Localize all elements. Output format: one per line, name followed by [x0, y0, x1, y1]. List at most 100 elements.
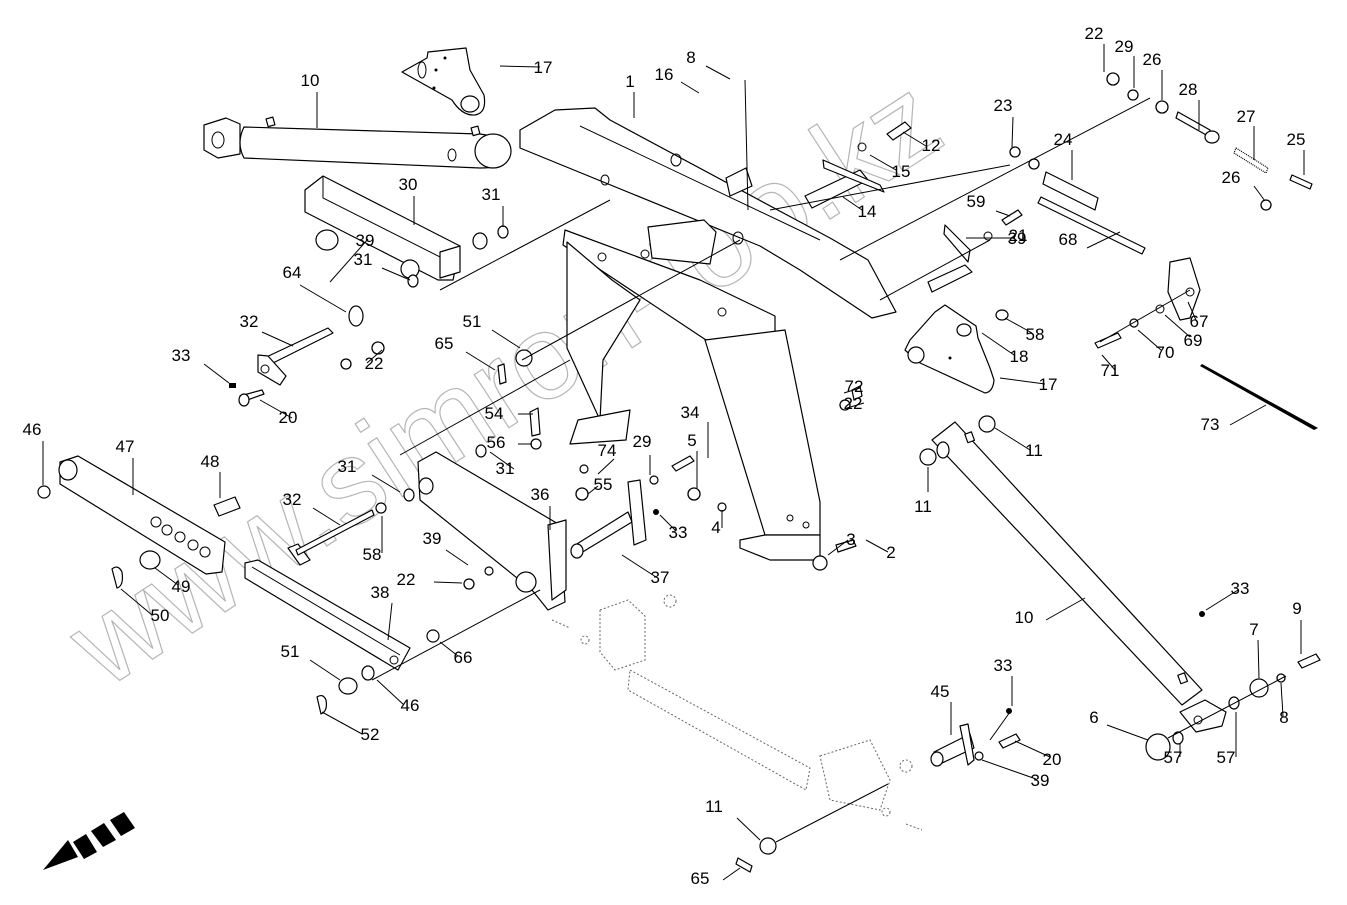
- callout-leader-line: [1137, 329, 1162, 351]
- callout-leader-line: [736, 817, 761, 841]
- callout-number: 67: [1190, 312, 1209, 331]
- callout-leader-line: [261, 331, 294, 347]
- callout-leader-line: [1004, 317, 1033, 334]
- callout-22-nut: 22: [397, 570, 463, 589]
- assembly-axis-lines: [371, 79, 1287, 843]
- callout-number: 34: [681, 403, 700, 422]
- lift-arm: [304, 175, 509, 288]
- callout-number: 47: [116, 437, 135, 456]
- callout-number: 52: [361, 725, 380, 744]
- callout-58-washer: 58: [363, 516, 383, 564]
- callout-leader-line: [1280, 682, 1284, 717]
- callout-leader-line: [366, 349, 383, 364]
- callout-number: 51: [281, 642, 300, 661]
- callout-23-nut: 23: [994, 96, 1014, 148]
- callout-leader-line: [597, 458, 615, 475]
- callout-number: 57: [1217, 748, 1236, 767]
- callout-leader-line: [489, 451, 515, 470]
- callout-10-hydraulic-cylinder: 10: [301, 71, 319, 128]
- callout-number: 33: [1231, 579, 1250, 598]
- callout-39-washer: 39: [423, 529, 469, 566]
- callout-number: 8: [1279, 708, 1288, 727]
- bracket-top: [401, 47, 486, 116]
- callout-number: 29: [1115, 37, 1134, 56]
- callout-leader-line: [865, 539, 889, 553]
- callout-leader-line: [659, 514, 677, 532]
- callout-65-pin: 65: [691, 867, 741, 888]
- callout-33-grease-nipple: 33: [994, 656, 1013, 706]
- callout-number: 58: [1026, 325, 1045, 344]
- callout-number: 33: [172, 346, 191, 365]
- callout-57-bushing: 57: [1164, 744, 1183, 767]
- callout-47-adjust-link: 47: [116, 437, 135, 495]
- callout-32-pin: 32: [240, 312, 294, 347]
- callout-59-bolt: 59: [967, 192, 1011, 217]
- callout-39-washer: 39: [329, 231, 374, 283]
- callout-12-bolt: 12: [902, 131, 940, 155]
- callout-11-ring: 11: [705, 797, 761, 841]
- callout-8-lock-washer: 8: [1279, 682, 1289, 727]
- callout-leader-line: [1205, 589, 1239, 611]
- callout-45-pin: 45: [931, 682, 952, 735]
- callout-number: 46: [401, 696, 420, 715]
- callout-9-bolt: 9: [1292, 599, 1302, 654]
- callout-leader-line: [299, 284, 347, 313]
- callout-3-spacer: 3: [827, 530, 856, 556]
- callout-number: 22: [397, 570, 416, 589]
- callout-number: 46: [23, 420, 42, 439]
- callout-10-hydraulic-cylinder: 10: [1015, 597, 1086, 627]
- callout-number: 32: [240, 312, 259, 331]
- callout-25-bolt: 25: [1287, 130, 1306, 175]
- callout-2-bolt: 2: [865, 539, 896, 562]
- callout-number: 65: [435, 334, 454, 353]
- callout-20-bolt: 20: [259, 399, 297, 427]
- front-direction-arrow: [43, 812, 135, 870]
- callout-leader-line: [491, 329, 521, 349]
- callout-11-washer: 11: [994, 427, 1043, 460]
- callout-number: 70: [1156, 343, 1175, 362]
- callout-number: 17: [534, 58, 553, 77]
- callout-6-seal-ring: 6: [1089, 708, 1149, 741]
- callout-36-lower-arm: 36: [531, 485, 551, 530]
- callout-number: 22: [844, 394, 863, 413]
- callout-leader-line: [433, 581, 463, 584]
- callout-number: 11: [1025, 441, 1043, 460]
- callout-4-washer: 4: [711, 510, 723, 537]
- callout-number: 22: [365, 354, 384, 373]
- callout-5-nut: 5: [687, 431, 698, 488]
- callout-number: 33: [994, 656, 1013, 675]
- callout-33-grease-nipple: 33: [1205, 579, 1250, 611]
- callout-number: 25: [1287, 130, 1306, 149]
- callout-number: 71: [1101, 361, 1120, 380]
- callout-48-pin: 48: [201, 452, 221, 498]
- callout-31-bushing: 31: [489, 451, 515, 478]
- callout-leader-line: [154, 567, 179, 586]
- callout-leader-line: [1253, 185, 1266, 202]
- callout-number: 72: [845, 377, 864, 396]
- callout-67-bracket: 67: [1187, 301, 1209, 331]
- callout-number: 18: [1010, 347, 1029, 366]
- callout-number: 58: [363, 545, 382, 564]
- callout-number: 32: [283, 490, 302, 509]
- callout-56-washer: 56: [487, 433, 532, 452]
- callout-number: 50: [151, 606, 170, 625]
- main-frame: [519, 107, 897, 561]
- callout-number: 54: [485, 404, 504, 423]
- frame-right-pins: [804, 121, 1023, 293]
- callout-46-bushing: 46: [376, 679, 420, 715]
- callout-number: 57: [1164, 748, 1183, 767]
- callout-74-washer: 74: [597, 441, 616, 475]
- hydraulic-cylinder-top: [203, 116, 512, 169]
- callout-number: 8: [686, 48, 695, 67]
- callout-number: 27: [1237, 107, 1256, 126]
- callout-leader-line: [259, 399, 293, 419]
- callout-leader-line: [722, 867, 741, 881]
- callout-28-eye-bolt: 28: [1179, 80, 1200, 130]
- callout-number: 30: [399, 175, 418, 194]
- callout-leader-line: [705, 65, 731, 80]
- callout-number: 11: [705, 797, 723, 816]
- callout-68-rod: 68: [1059, 230, 1121, 249]
- callout-8-lock-washer: 8: [686, 48, 731, 80]
- callout-number: 16: [655, 65, 674, 84]
